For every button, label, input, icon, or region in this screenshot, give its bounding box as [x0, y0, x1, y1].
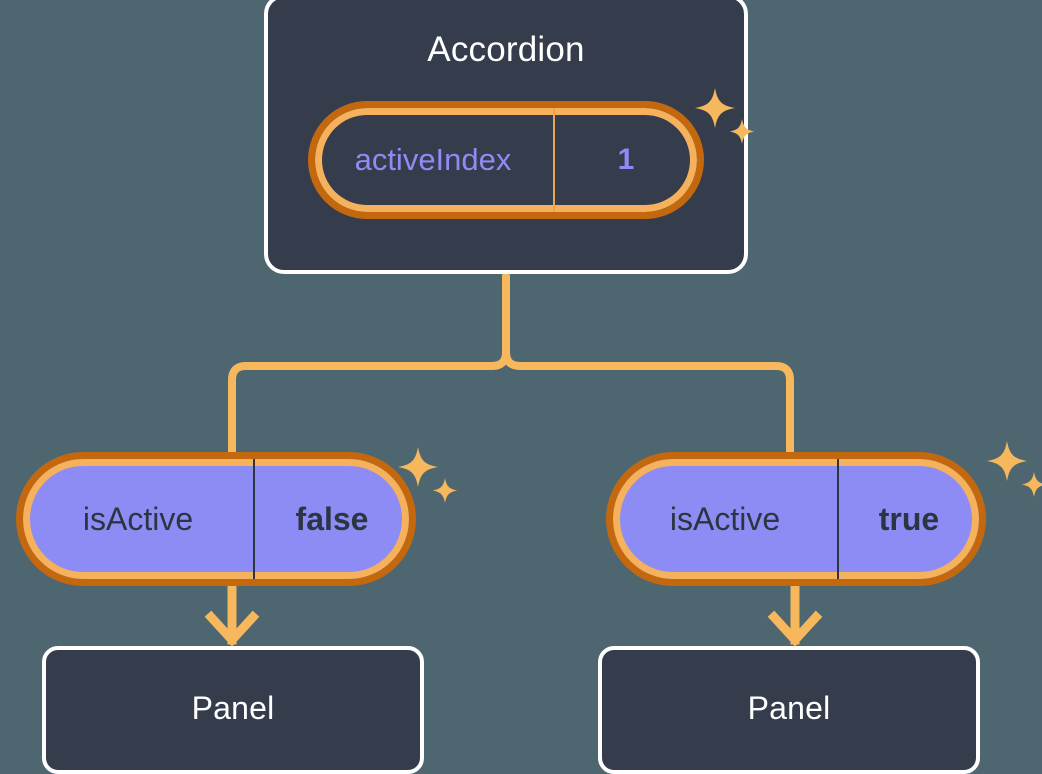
state-pill-isactive-false[interactable]: isActive false: [16, 452, 416, 586]
panel-card-left[interactable]: Panel: [42, 646, 424, 774]
arrow-head-right: [774, 617, 816, 640]
sparkle-icon-group-right: [982, 437, 1042, 509]
panel-right-title: Panel: [602, 690, 976, 727]
sparkle-icon-small: [433, 478, 458, 503]
state-pill-isactive-true-value: true: [839, 459, 979, 579]
state-pill-activeindex-value: 1: [555, 108, 697, 212]
state-pill-isactive-false-value: false: [255, 459, 409, 579]
branch-connector-left: [232, 352, 506, 452]
state-pill-activeindex[interactable]: activeIndex 1: [308, 101, 704, 219]
sparkle-icon-small: [1022, 472, 1042, 497]
state-pill-isactive-true-key: isActive: [613, 459, 839, 579]
arrow-head-left: [211, 617, 253, 640]
state-pill-isactive-true[interactable]: isActive true: [606, 452, 986, 586]
branch-connector: [506, 276, 790, 452]
state-pill-isactive-false-key: isActive: [23, 459, 255, 579]
accordion-card-title: Accordion: [268, 30, 744, 70]
panel-left-title: Panel: [46, 690, 420, 727]
panel-card-right[interactable]: Panel: [598, 646, 980, 774]
state-pill-activeindex-key: activeIndex: [315, 108, 555, 212]
sparkle-icon-large: [987, 441, 1027, 481]
